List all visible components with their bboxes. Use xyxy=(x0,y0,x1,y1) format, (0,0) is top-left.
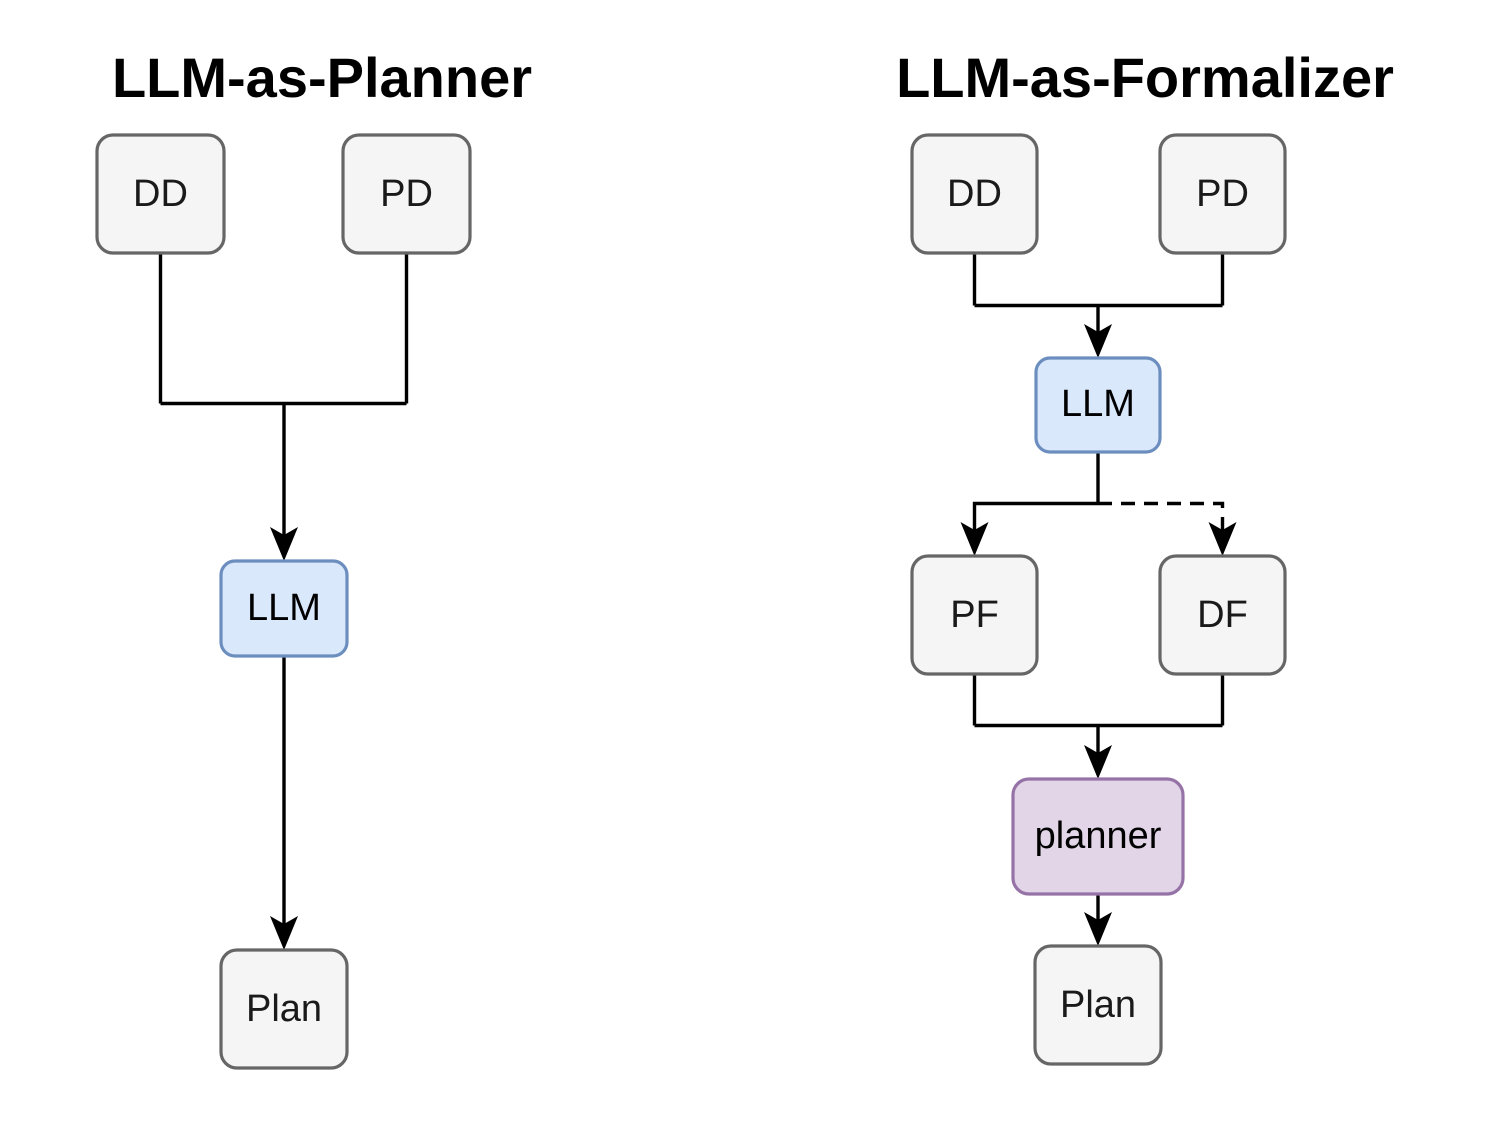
node-pf-shape[interactable] xyxy=(910,554,1039,676)
panel-title-left: LLM-as-Planner xyxy=(112,46,532,109)
edges-left xyxy=(158,252,409,950)
node-dd-shape[interactable] xyxy=(95,133,226,255)
node-plan-left[interactable]: Plan xyxy=(219,948,349,1070)
node-llm-left-shape[interactable] xyxy=(219,559,349,658)
node-df-label: DF xyxy=(1197,594,1248,636)
node-df[interactable]: DF xyxy=(1158,554,1287,676)
node-dd-right-shape[interactable] xyxy=(910,133,1039,255)
node-llm-right-shape[interactable] xyxy=(1034,356,1162,454)
node-pd[interactable]: PD xyxy=(341,133,472,255)
edge-llm2-to-pf xyxy=(972,501,1098,540)
node-pd-shape[interactable] xyxy=(341,133,472,255)
node-plan-left-shape[interactable] xyxy=(219,948,349,1070)
node-df-shape[interactable] xyxy=(1158,554,1287,676)
node-plan-right-shape[interactable] xyxy=(1033,944,1163,1066)
node-llm-right-label: LLM xyxy=(1061,383,1135,425)
node-llm-right[interactable]: LLM xyxy=(1034,356,1162,454)
node-pf[interactable]: PF xyxy=(910,554,1039,676)
node-dd-label: DD xyxy=(133,173,188,215)
arrowhead-llm2-to-df xyxy=(1208,522,1237,556)
node-pd-right[interactable]: PD xyxy=(1158,133,1287,255)
arrowhead-merge-to-llm2 xyxy=(1084,324,1112,358)
node-llm-left[interactable]: LLM xyxy=(219,559,349,658)
panel-title-right: LLM-as-Formalizer xyxy=(896,46,1394,109)
node-plan-left-label: Plan xyxy=(246,988,322,1030)
arrowhead-llm2-to-pf xyxy=(960,522,989,556)
node-planner[interactable]: planner xyxy=(1011,777,1185,896)
node-pd-label: PD xyxy=(380,173,433,215)
node-pd-right-label: PD xyxy=(1196,173,1249,215)
arrowhead-planner-to-plan2 xyxy=(1084,912,1112,946)
node-pf-label: PF xyxy=(950,594,999,636)
edge-llm2-to-df-dashed xyxy=(1098,501,1225,540)
node-llm-left-label: LLM xyxy=(247,587,321,629)
panel-llm-as-planner: LLM-as-Planner DD xyxy=(95,46,532,1070)
node-planner-shape[interactable] xyxy=(1011,777,1185,896)
node-plan-right[interactable]: Plan xyxy=(1033,944,1163,1066)
node-dd[interactable]: DD xyxy=(95,133,226,255)
node-dd-right[interactable]: DD xyxy=(910,133,1039,255)
arrowhead-llm-to-plan xyxy=(270,916,298,950)
node-plan-right-label: Plan xyxy=(1060,984,1136,1026)
node-planner-label: planner xyxy=(1035,815,1162,857)
panel-llm-as-formalizer: LLM-as-Formalizer xyxy=(896,46,1394,1066)
edges-right xyxy=(960,253,1237,946)
arrowhead-merge-to-llm xyxy=(270,527,298,561)
arrowhead-merge-to-planner xyxy=(1084,745,1112,779)
node-dd-right-label: DD xyxy=(947,173,1002,215)
node-pd-right-shape[interactable] xyxy=(1158,133,1287,255)
